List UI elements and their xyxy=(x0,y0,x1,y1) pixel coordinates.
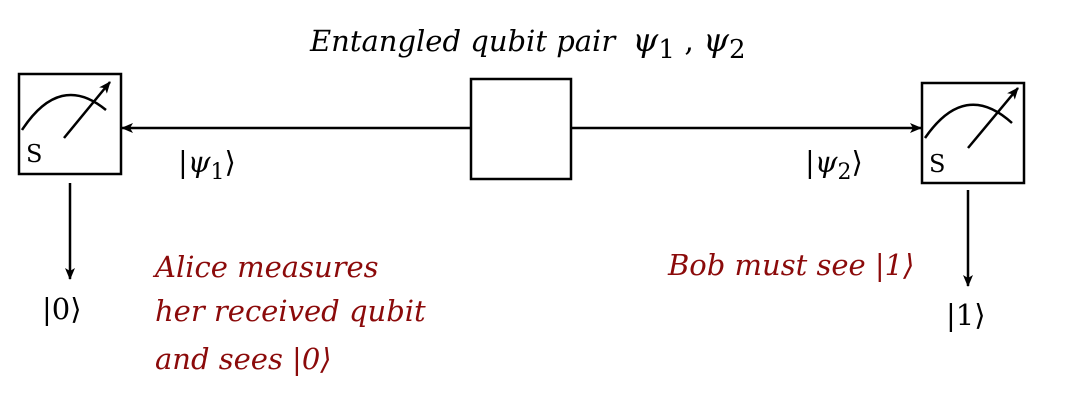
right-state-sub: 2 xyxy=(837,159,852,185)
source-box xyxy=(469,77,573,181)
left-state-close: ⟩ xyxy=(224,145,236,179)
right-meter-needle xyxy=(967,87,1019,149)
right-state-label: |ψ2⟩ xyxy=(805,145,863,185)
left-meter-arc xyxy=(20,93,107,131)
right-state-close: ⟩ xyxy=(851,145,863,179)
bob-note: Bob must see |1⟩ xyxy=(668,248,915,282)
left-meter-needle xyxy=(63,81,111,139)
left-state-sub: 1 xyxy=(210,159,225,185)
left-meter-label: S xyxy=(26,140,43,168)
right-state-ket: |ψ xyxy=(805,145,838,179)
title-sep: , xyxy=(674,24,694,59)
alice-result: |0⟩ xyxy=(42,292,82,326)
title-text: Entangled qubit pair xyxy=(310,24,616,58)
right-meter-arc xyxy=(923,103,1013,139)
bob-result: |1⟩ xyxy=(946,298,986,332)
right-meter-box xyxy=(920,81,1026,185)
alice-note-line-2: her received qubit xyxy=(155,294,426,328)
title-psi2: ψ xyxy=(703,20,730,59)
left-state-label: |ψ1⟩ xyxy=(178,145,236,185)
title-psi1: ψ xyxy=(632,20,659,59)
left-state-ket: |ψ xyxy=(178,145,211,179)
right-meter-label: S xyxy=(929,150,946,178)
diagram-title: Entangled qubit pair ψ1 , ψ2 xyxy=(310,20,746,65)
alice-note-line-1: Alice measures xyxy=(155,250,379,284)
title-sub1: 1 xyxy=(658,34,675,65)
alice-note-line-3: and sees |0⟩ xyxy=(155,342,332,376)
title-sub2: 2 xyxy=(729,34,746,65)
